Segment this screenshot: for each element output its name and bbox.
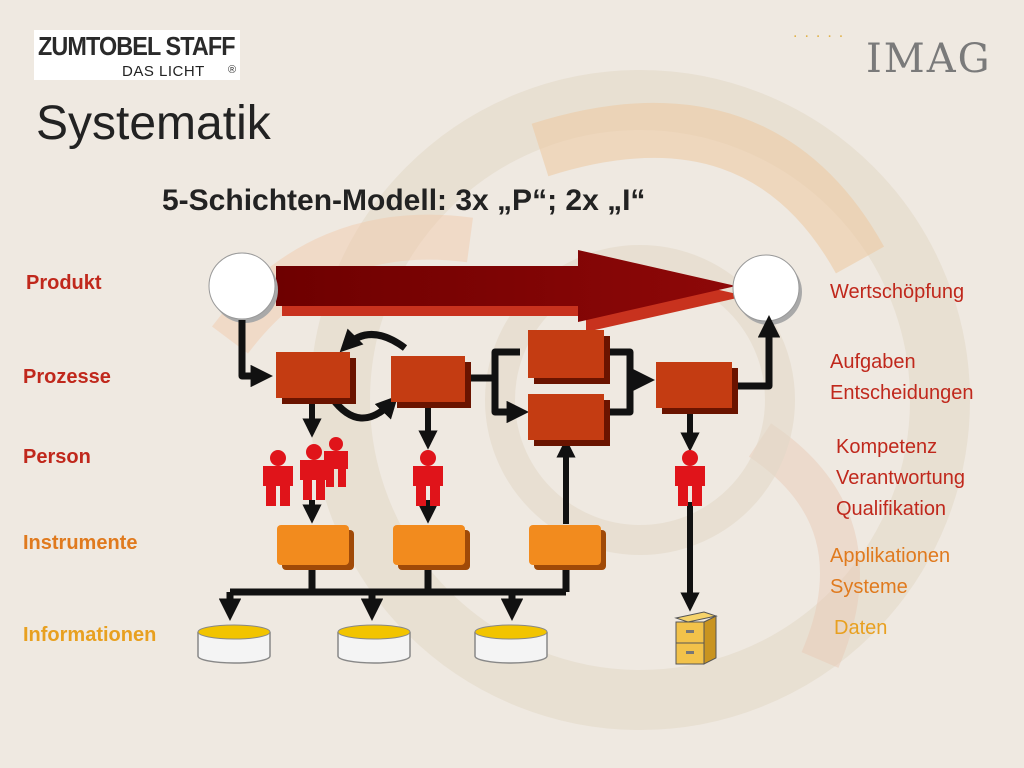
layer-desc-produkt: Wertschöpfung — [830, 281, 965, 303]
database-icon-1 — [197, 624, 271, 664]
instrument-box-3 — [529, 525, 606, 570]
zumtobel-logo — [34, 30, 240, 80]
person-figure-3 — [675, 450, 705, 506]
layer-label-person: Person — [23, 446, 91, 468]
diagram-subtitle: 5-Schichten-Modell: 3x „P“; 2x „I“ — [162, 184, 646, 217]
imag-logo: IMAG — [866, 36, 992, 82]
product-end-node — [732, 254, 802, 325]
layer-desc-person: Kompetenz Verantwortung Qualifikation — [836, 436, 965, 520]
layer-label-prozesse: Prozesse — [23, 366, 111, 388]
layer-label-informationen: Informationen — [23, 624, 157, 646]
layer-desc-instrumente: Applikationen Systeme — [830, 545, 951, 598]
person-figure-2 — [413, 450, 443, 506]
process-box-1 — [276, 352, 356, 404]
instrument-box-1 — [277, 525, 354, 570]
logo-brand-text: ZUMTOBEL STAFF — [38, 31, 236, 61]
information-bus — [218, 566, 570, 621]
file-cabinet-icon — [674, 611, 718, 665]
database-icon-3 — [474, 624, 548, 664]
layer-desc-prozesse: Aufgaben Entscheidungen — [830, 351, 974, 404]
process-box-5 — [656, 362, 738, 414]
layer-desc-informationen: Daten — [834, 617, 888, 639]
layer-label-produkt: Produkt — [26, 272, 102, 294]
imag-logo-dots: ..... — [793, 24, 851, 41]
page-title: Systematik — [36, 97, 271, 150]
layer-label-instrumente: Instrumente — [23, 532, 138, 554]
process-connectors — [238, 315, 781, 424]
logo-tagline: DAS LICHT — [122, 63, 205, 80]
logo-registered-mark: ® — [228, 64, 237, 76]
product-start-node — [208, 252, 278, 323]
person-connectors — [302, 396, 700, 612]
process-box-3 — [528, 330, 610, 384]
person-figure-group — [263, 437, 348, 506]
database-icon-2 — [337, 624, 411, 664]
process-box-2 — [391, 356, 471, 408]
instrument-box-2 — [393, 525, 470, 570]
product-flow-arrow — [276, 250, 746, 332]
process-box-4 — [528, 394, 610, 446]
